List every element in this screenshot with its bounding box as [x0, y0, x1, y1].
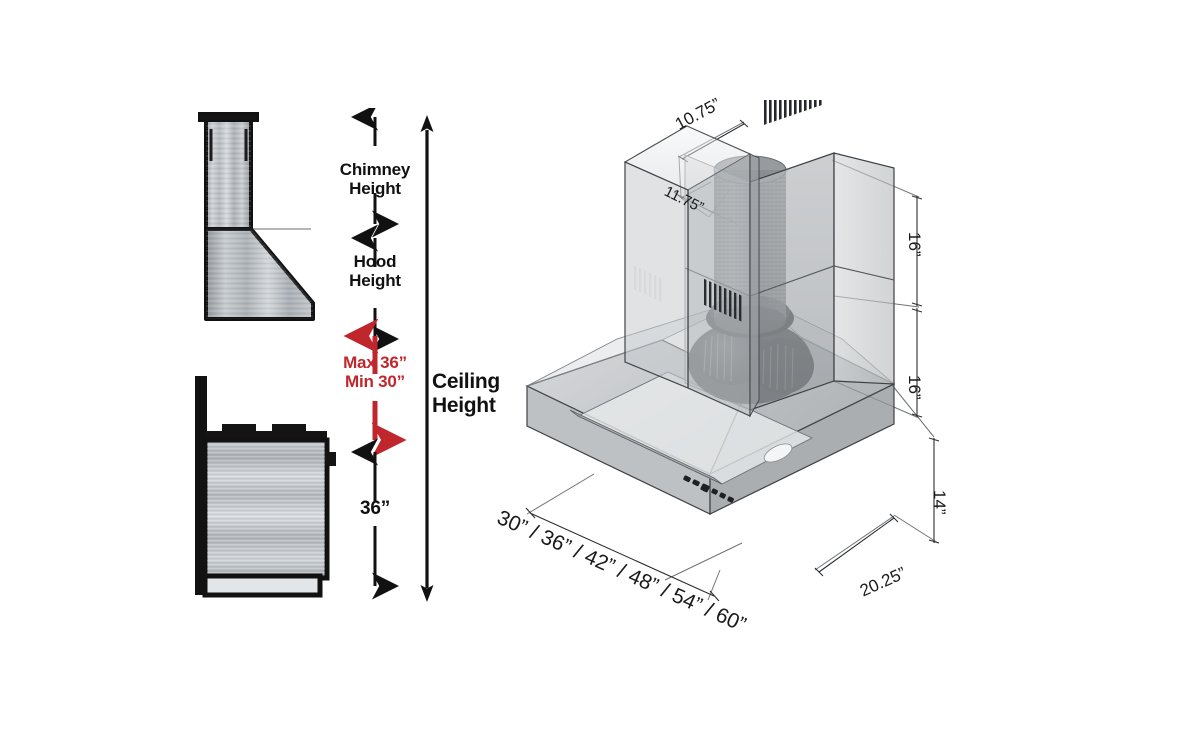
dimension-chimney-upper-height: 16”: [905, 232, 924, 257]
dimension-chimney-lower-height: 16”: [905, 375, 924, 400]
chimney-height-label: Chimney Height: [339, 160, 411, 199]
ceiling-height-label: Ceiling Height: [432, 370, 500, 418]
chimney-vent-upper-left: [634, 265, 662, 302]
clearance-min-label: Min 30”: [344, 372, 405, 391]
hood-isometric-3d-view: [525, 100, 940, 602]
hood-side-profile: [198, 112, 315, 321]
measurement-arrow-column: [343, 108, 434, 602]
clearance-max-label: Max 36”: [343, 353, 407, 372]
chimney-vent-upper: [704, 278, 742, 322]
dimension-canopy-height: 14”: [930, 490, 949, 515]
hood-height-label: Hood Height: [349, 252, 401, 291]
counter-height-label: 36”: [359, 498, 391, 519]
control-panel-buttons: [683, 475, 734, 503]
range-side-profile: [195, 376, 336, 598]
chimney-vent-lower: [764, 100, 822, 125]
